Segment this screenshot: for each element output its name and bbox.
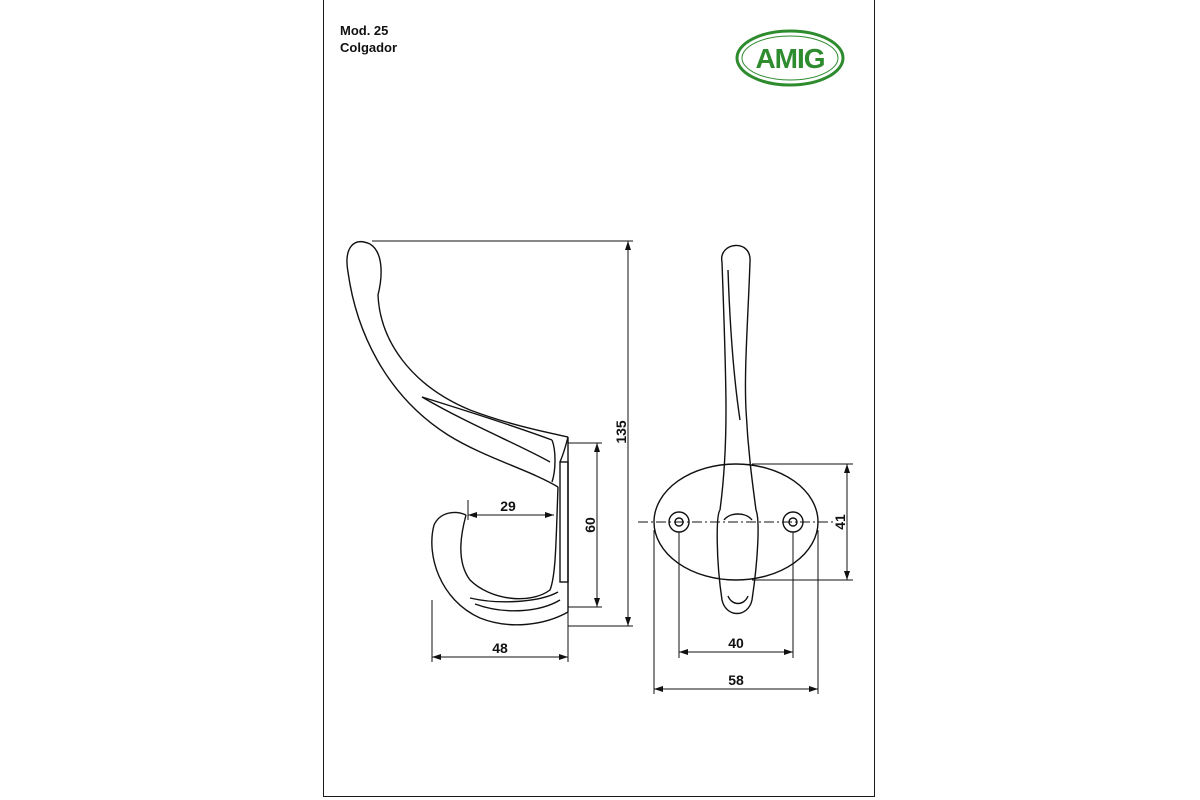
title-block: Mod. 25 Colgador xyxy=(340,22,397,56)
dim-plate-height: 60 xyxy=(582,517,598,533)
logo-text: AMIG xyxy=(755,43,824,74)
side-view-dimensions xyxy=(372,240,633,662)
side-view-arrows xyxy=(432,241,631,660)
dim-total-height: 135 xyxy=(613,420,629,444)
amig-logo: AMIG xyxy=(735,29,845,87)
drawing-sheet xyxy=(323,0,875,797)
dim-inner-hook: 29 xyxy=(500,498,516,514)
dim-total-depth: 48 xyxy=(492,640,508,656)
front-view-dimensions xyxy=(653,463,853,694)
model-number: Mod. 25 xyxy=(340,23,389,38)
dim-hole-spacing: 40 xyxy=(728,635,744,651)
side-view xyxy=(346,241,569,626)
front-view-arrows xyxy=(654,464,850,692)
dim-rose-height: 41 xyxy=(832,514,848,530)
dim-rose-width: 58 xyxy=(728,672,744,688)
product-name: Colgador xyxy=(340,40,398,55)
